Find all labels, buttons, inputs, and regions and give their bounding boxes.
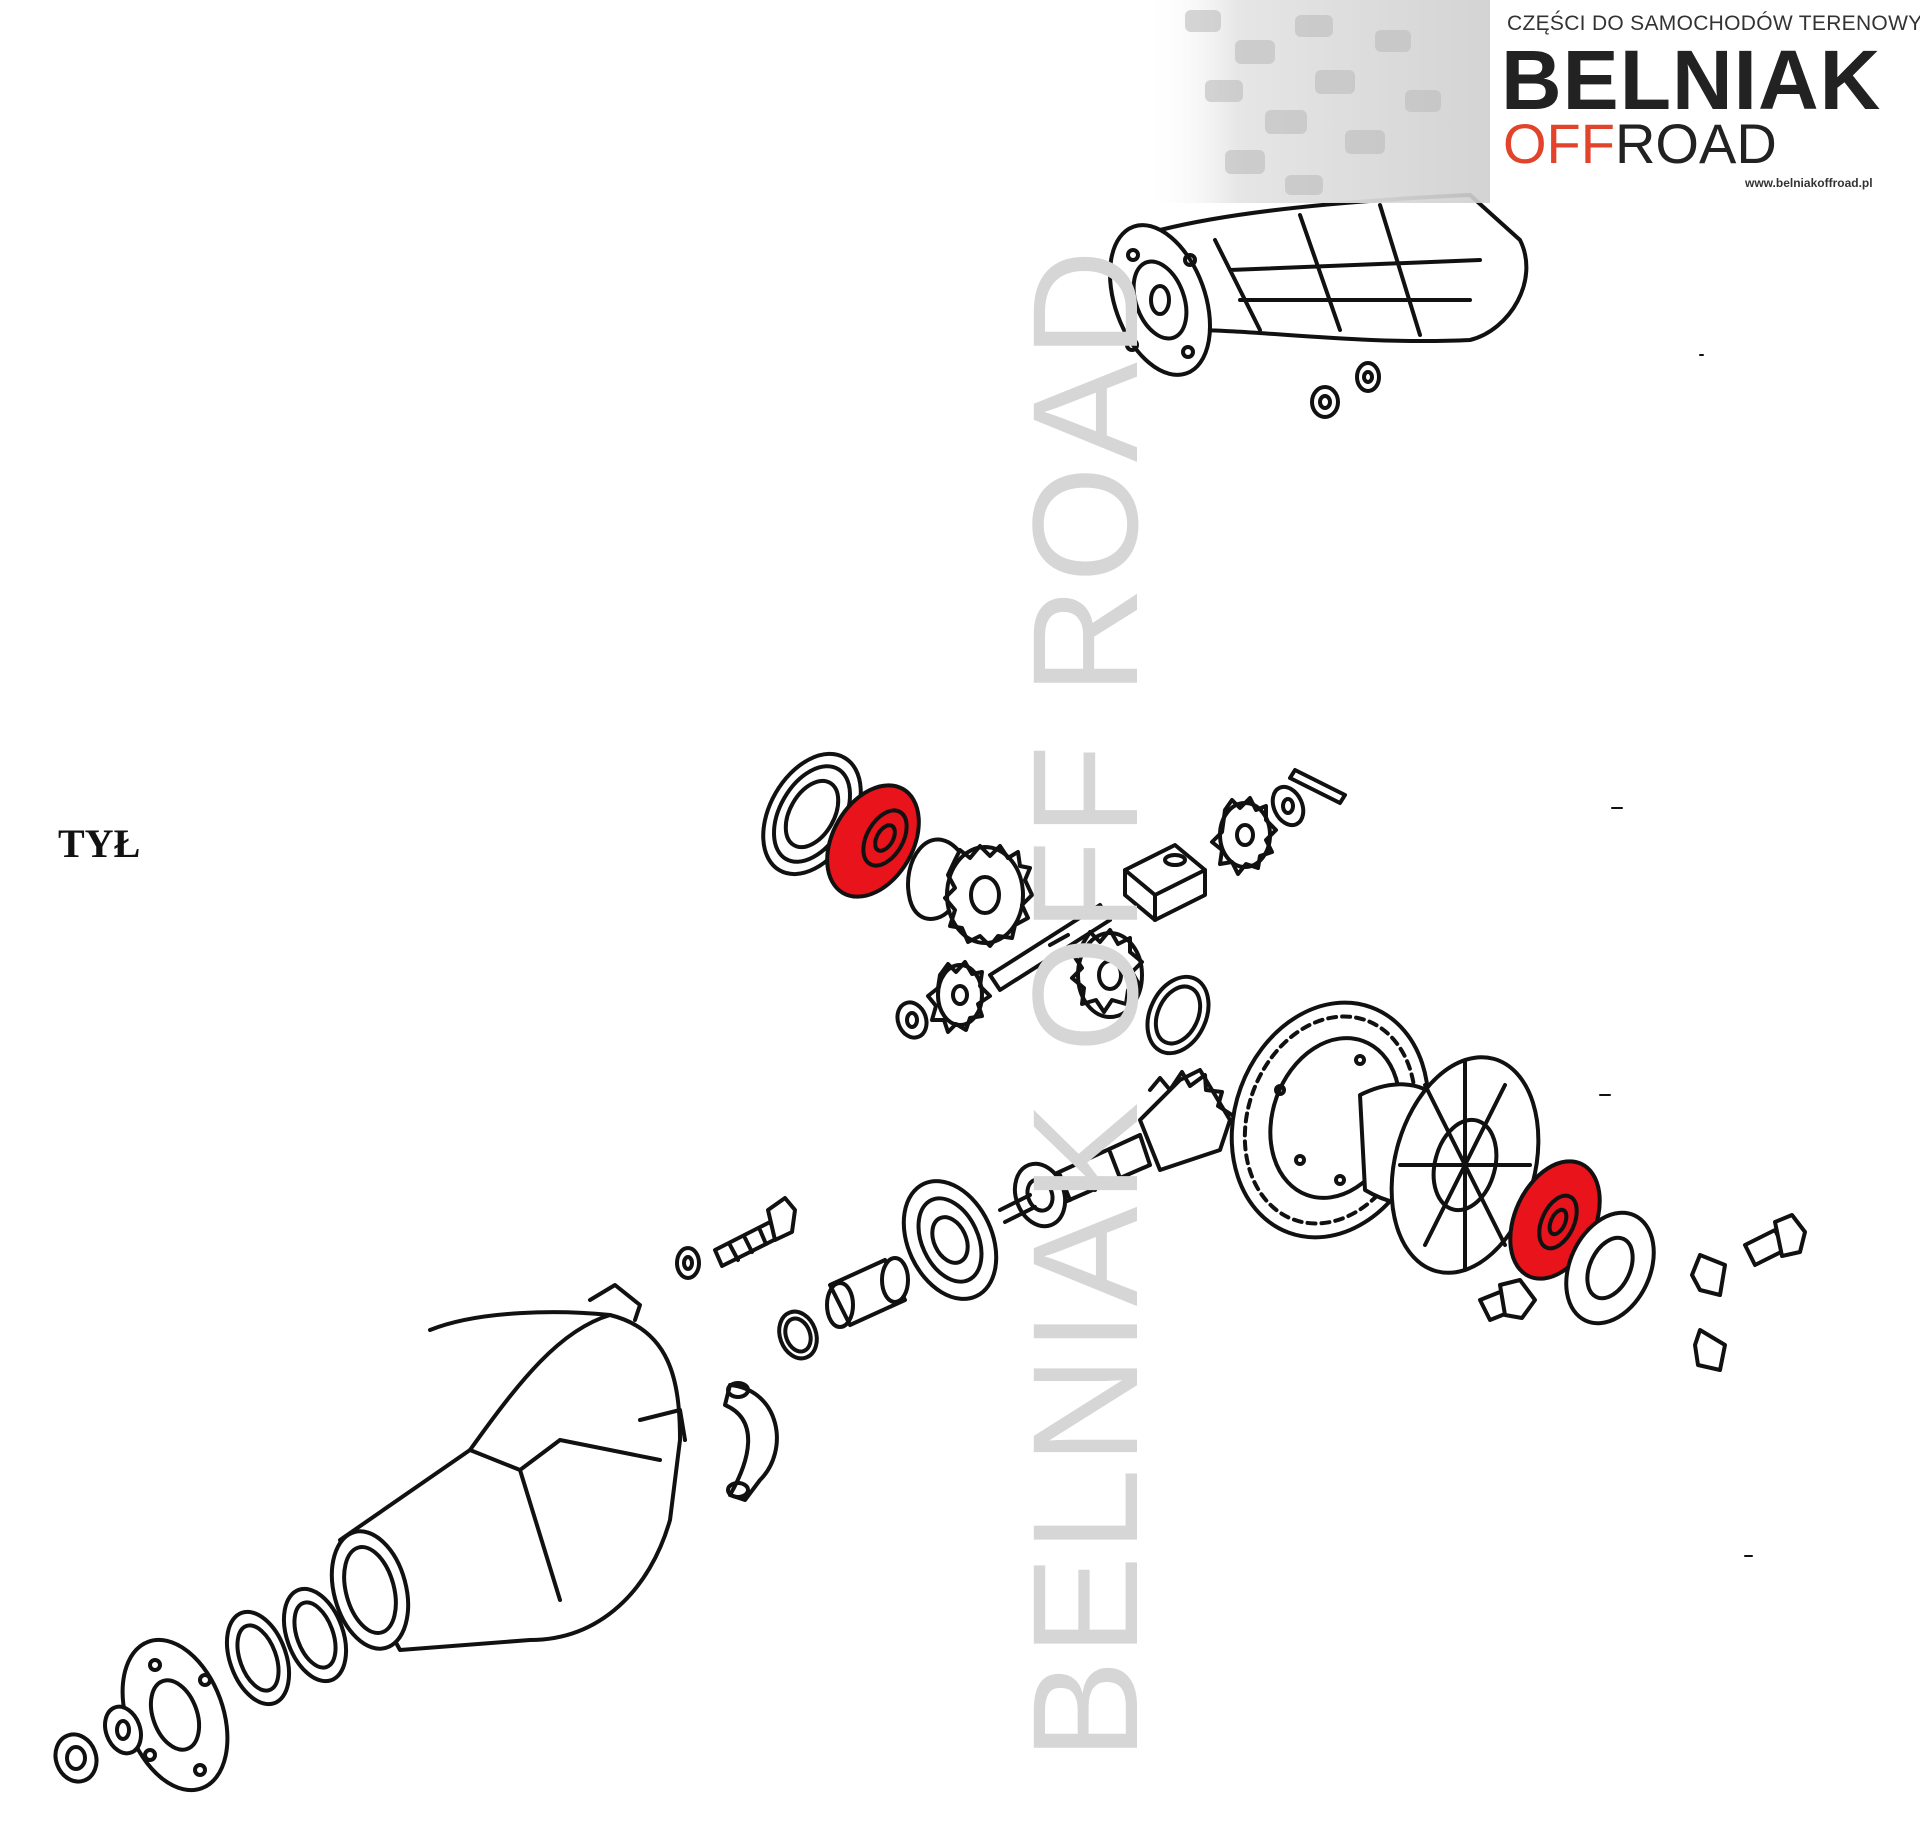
bolt-right bbox=[1743, 1213, 1807, 1267]
pinion-gear-lower-left bbox=[926, 960, 992, 1034]
pinion-shaft-cross bbox=[988, 903, 1112, 992]
small-nuts-top bbox=[1310, 361, 1381, 419]
side-gear-upper bbox=[943, 844, 1034, 948]
washer-left bbox=[675, 1246, 701, 1280]
bolt-left bbox=[713, 1196, 797, 1268]
carrier-bolt bbox=[1478, 1278, 1537, 1322]
logo-tagline: CZĘŚCI DO SAMOCHODÓW TERENOWYCH bbox=[1507, 12, 1920, 35]
bearing-cap bbox=[723, 1381, 779, 1502]
pinion-bearing bbox=[901, 1179, 999, 1301]
thrust-washer-lower bbox=[1145, 974, 1211, 1056]
thrust-washer-upper-right bbox=[1270, 784, 1306, 828]
axle-housing-top bbox=[1108, 193, 1529, 377]
differential-housing bbox=[329, 1283, 687, 1652]
watermark-text: BELNIAK OFF ROAD bbox=[1001, 245, 1169, 1760]
tire-tread-graphic bbox=[1145, 0, 1920, 203]
thrust-washer-lower-left bbox=[895, 1000, 929, 1040]
bearing-race-right bbox=[1564, 1210, 1656, 1326]
logo-url: www.belniakoffroad.pl bbox=[1745, 176, 1873, 190]
brand-logo: CZĘŚCI DO SAMOCHODÓW TERENOWYCH BELNIAK … bbox=[1145, 0, 1920, 203]
flange-nut bbox=[53, 1732, 99, 1784]
collapsible-spacer bbox=[825, 1256, 910, 1329]
pinion-gear-upper-right bbox=[1210, 796, 1278, 876]
side-gear-lower bbox=[1070, 928, 1144, 1019]
rear-label: TYŁ bbox=[58, 821, 141, 866]
stray-marks bbox=[1599, 354, 1753, 1557]
shim-ring bbox=[777, 1309, 819, 1361]
flange-washer bbox=[103, 1704, 143, 1756]
differential-carrier bbox=[1358, 1055, 1541, 1275]
logo-offroad: OFFROAD bbox=[1503, 116, 1777, 172]
lock-plates bbox=[1690, 1253, 1727, 1372]
logo-off: OFF bbox=[1503, 112, 1615, 175]
spacer-block bbox=[1123, 843, 1207, 922]
bearing-highlighted-upper bbox=[825, 783, 921, 899]
oil-seals bbox=[224, 1586, 349, 1707]
snap-ring-upper bbox=[906, 837, 960, 921]
lock-pin bbox=[1288, 768, 1347, 805]
logo-brand-name: BELNIAK bbox=[1501, 33, 1882, 127]
logo-road: ROAD bbox=[1614, 112, 1777, 175]
pinion-nut bbox=[998, 1161, 1068, 1229]
axle-flange bbox=[120, 1637, 230, 1793]
